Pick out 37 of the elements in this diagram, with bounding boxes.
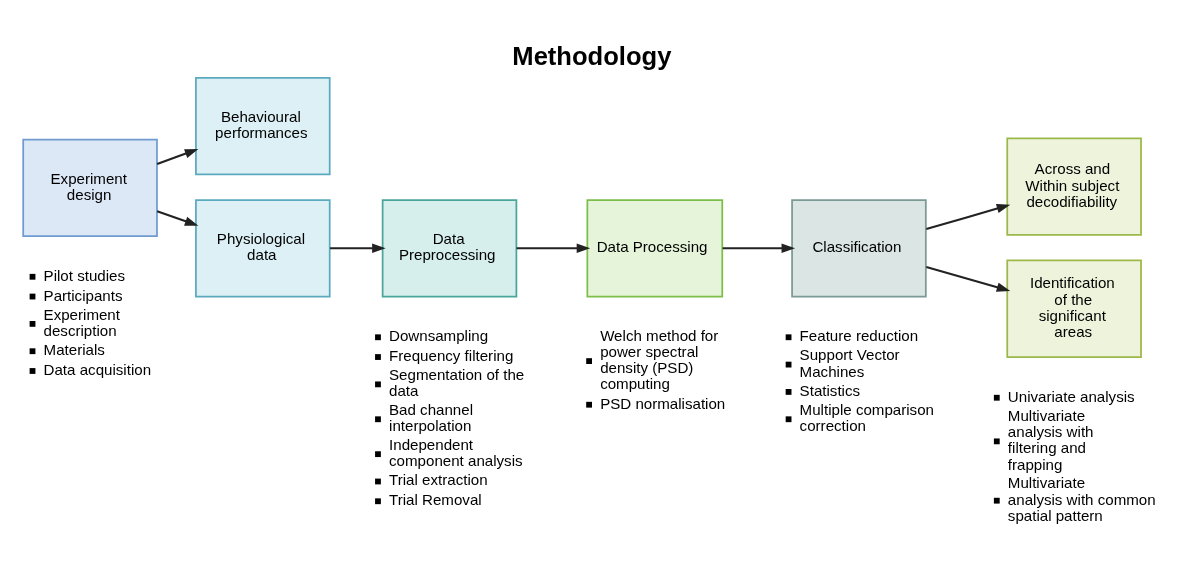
node-label: Experiment description — [43, 305, 120, 339]
node-box: Data Preprocessing — [381, 198, 518, 297]
node-label: Segmentation of the data — [389, 365, 525, 399]
arrow — [926, 265, 1011, 292]
arrow — [722, 243, 796, 253]
node-box: Across and Within subject decodifiability — [1006, 137, 1142, 236]
node-label: PSD normalisation — [600, 394, 726, 412]
arrow — [516, 243, 591, 253]
node-label: Statistics — [799, 381, 861, 399]
node-label: Bad channel interpolation — [389, 400, 474, 434]
arrow — [330, 243, 386, 253]
node-box: Physiological data — [195, 198, 331, 297]
node-label: Multivariate analysis with common spatial pattern — [1007, 473, 1156, 524]
node-label: Trial extraction — [389, 470, 488, 488]
arrow — [156, 148, 199, 165]
node-label: Materials — [43, 340, 105, 358]
node-label: Multiple comparison correction — [799, 400, 934, 434]
node-label: Data acquisition — [43, 360, 152, 378]
node-box: Experiment design — [22, 138, 158, 237]
arrow — [156, 209, 199, 226]
node-label: Trial Removal — [389, 490, 482, 508]
node-label: Frequency filtering — [389, 346, 514, 364]
node-box: Classification — [791, 198, 927, 297]
node-label: Downsampling — [389, 326, 489, 344]
node-box: Identification of the significant areas — [1006, 259, 1142, 358]
node-label: Support Vector Machines — [799, 345, 900, 380]
node-label: Independent component analysis — [389, 435, 523, 469]
node-box: Data Processing — [586, 198, 724, 297]
node-label: Univariate analysis — [1007, 387, 1135, 405]
node-label: Multivariate analysis with filtering and frapping — [1007, 406, 1094, 473]
diagram-title: Methodology — [512, 41, 672, 70]
node-label: Participants — [43, 286, 123, 303]
node-box: Behavioural performances — [195, 76, 331, 175]
node-label: Feature reduction — [799, 326, 919, 344]
node-label: Pilot studies — [43, 266, 126, 284]
node-label: Welch method for power spectral density (PSD) computing — [600, 326, 719, 392]
arrow — [926, 203, 1011, 230]
